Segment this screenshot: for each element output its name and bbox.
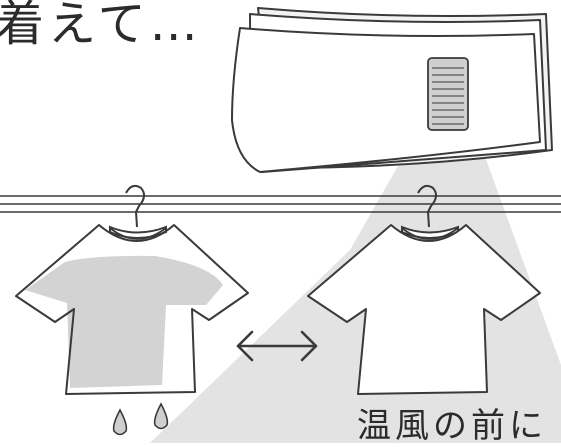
dry-shirt-icon xyxy=(307,224,541,395)
clothes-rail xyxy=(0,195,561,213)
dryer-unit-icon xyxy=(231,7,553,173)
water-drop-icon xyxy=(112,408,128,436)
caption: 温風の前に xyxy=(357,406,547,446)
double-arrow-icon xyxy=(236,330,318,362)
vent-grille-icon xyxy=(427,57,469,131)
water-drops xyxy=(112,402,169,436)
wet-shirt-icon xyxy=(15,224,249,395)
water-drop-icon xyxy=(153,402,169,430)
title-fragment: 着えて… xyxy=(0,0,202,52)
